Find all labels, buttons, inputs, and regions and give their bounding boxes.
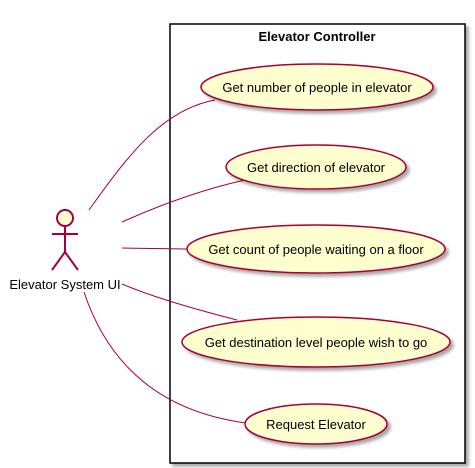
- use-case-1[interactable]: Get number of people in elevator: [200, 63, 434, 111]
- actor-name: Elevator System UI: [9, 277, 120, 292]
- use-case-label: Get number of people in elevator: [222, 80, 412, 95]
- actor-head: [56, 209, 74, 227]
- use-case-ellipse: [225, 144, 407, 190]
- use-case-ellipse: [244, 403, 388, 445]
- use-case-ellipse: [186, 224, 446, 274]
- use-case-5[interactable]: Request Elevator: [244, 403, 388, 445]
- use-case-4[interactable]: Get destination level people wish to go: [181, 316, 451, 368]
- use-case-label: Get direction of elevator: [247, 160, 386, 175]
- association-line-1: [88, 99, 216, 211]
- association-line-4: [121, 283, 238, 321]
- use-case-ellipse: [181, 316, 451, 368]
- use-case-label: Request Elevator: [266, 417, 366, 432]
- actor: [51, 209, 79, 271]
- system-title: Elevator Controller: [258, 29, 375, 44]
- use-case-label: Get destination level people wish to go: [205, 335, 428, 350]
- association-line-2: [121, 179, 246, 223]
- use-case-2[interactable]: Get direction of elevator: [225, 144, 407, 190]
- association-line-5: [83, 291, 247, 424]
- actor-leg-left: [51, 251, 66, 271]
- use-cases: Get number of people in elevator Get dir…: [181, 63, 451, 445]
- association-line-3: [121, 247, 188, 250]
- actor-leg-right: [64, 251, 79, 271]
- use-case-label: Get count of people waiting on a floor: [208, 242, 424, 257]
- associations: [83, 99, 247, 424]
- use-case-3[interactable]: Get count of people waiting on a floor: [186, 224, 446, 274]
- use-case-ellipse: [200, 63, 434, 111]
